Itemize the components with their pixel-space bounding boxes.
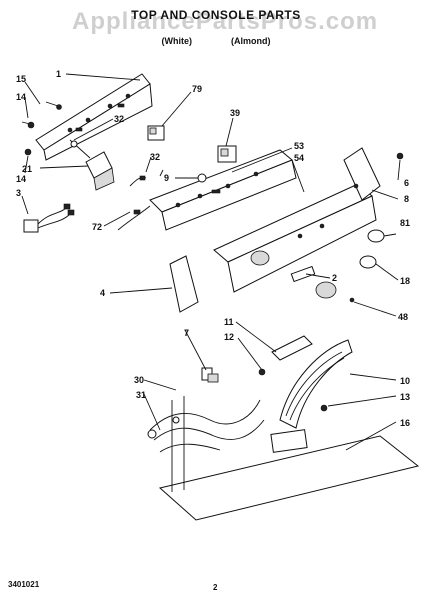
callout-4: 4	[100, 288, 105, 298]
callout-31: 31	[136, 390, 146, 400]
callout-14-bottom: 14	[16, 174, 26, 184]
part-11-12	[258, 335, 313, 376]
callout-48: 48	[398, 312, 408, 322]
screw-48	[349, 297, 355, 303]
callout-39: 39	[230, 108, 240, 118]
callout-30: 30	[134, 375, 144, 385]
callout-3: 3	[16, 188, 21, 198]
screw-6	[396, 152, 404, 160]
callout-11: 11	[224, 317, 234, 327]
page-title: TOP AND CONSOLE PARTS	[131, 8, 301, 22]
connector-part-72	[117, 175, 151, 231]
callout-32-left: 32	[114, 114, 124, 124]
harness-part-3	[23, 203, 75, 233]
screw-14-bottom	[24, 148, 32, 156]
top-panel-part-16	[158, 396, 420, 521]
screw-13	[320, 404, 328, 412]
callout-8: 8	[404, 194, 409, 204]
callout-2: 2	[332, 273, 337, 283]
callout-72: 72	[92, 222, 102, 232]
callout-9: 9	[164, 173, 169, 183]
knob-81	[367, 229, 385, 243]
color-variants: (White) (Almond)	[0, 36, 432, 46]
part-39	[217, 145, 237, 163]
screw-14-top	[21, 121, 35, 129]
callout-10: 10	[400, 376, 410, 386]
timer-part-21	[69, 139, 115, 191]
callout-81: 81	[400, 218, 410, 228]
callout-13: 13	[400, 392, 410, 402]
callout-54: 54	[294, 153, 304, 163]
screw-15	[45, 101, 62, 110]
part-79	[147, 125, 165, 141]
doc-number: 3401021	[8, 580, 40, 589]
end-cap-part-4	[169, 255, 199, 313]
callout-15: 15	[16, 74, 26, 84]
callout-1: 1	[56, 69, 61, 79]
knob-18	[359, 255, 377, 269]
callout-12: 12	[224, 332, 234, 342]
page-number: 2	[213, 583, 218, 592]
console-front-panel	[213, 183, 377, 299]
wiring-harness	[147, 399, 265, 453]
part-9	[197, 173, 207, 183]
callout-32-right: 32	[150, 152, 160, 162]
leader-lines	[21, 73, 401, 451]
bracket-part-2	[290, 265, 316, 283]
lint-housing-part-10	[270, 339, 353, 453]
variant-almond: (Almond)	[231, 36, 271, 46]
callout-16: 16	[400, 418, 410, 428]
callout-7: 7	[184, 328, 189, 338]
callout-6: 6	[404, 178, 409, 188]
callout-21: 21	[22, 164, 32, 174]
end-cap-part-8	[343, 147, 381, 201]
callout-79: 79	[192, 84, 202, 94]
switch-part-7	[201, 367, 219, 383]
variant-white: (White)	[161, 36, 192, 46]
callout-14-top: 14	[16, 92, 26, 102]
callout-53: 53	[294, 141, 304, 151]
callout-18: 18	[400, 276, 410, 286]
console-back-panel	[35, 73, 153, 161]
